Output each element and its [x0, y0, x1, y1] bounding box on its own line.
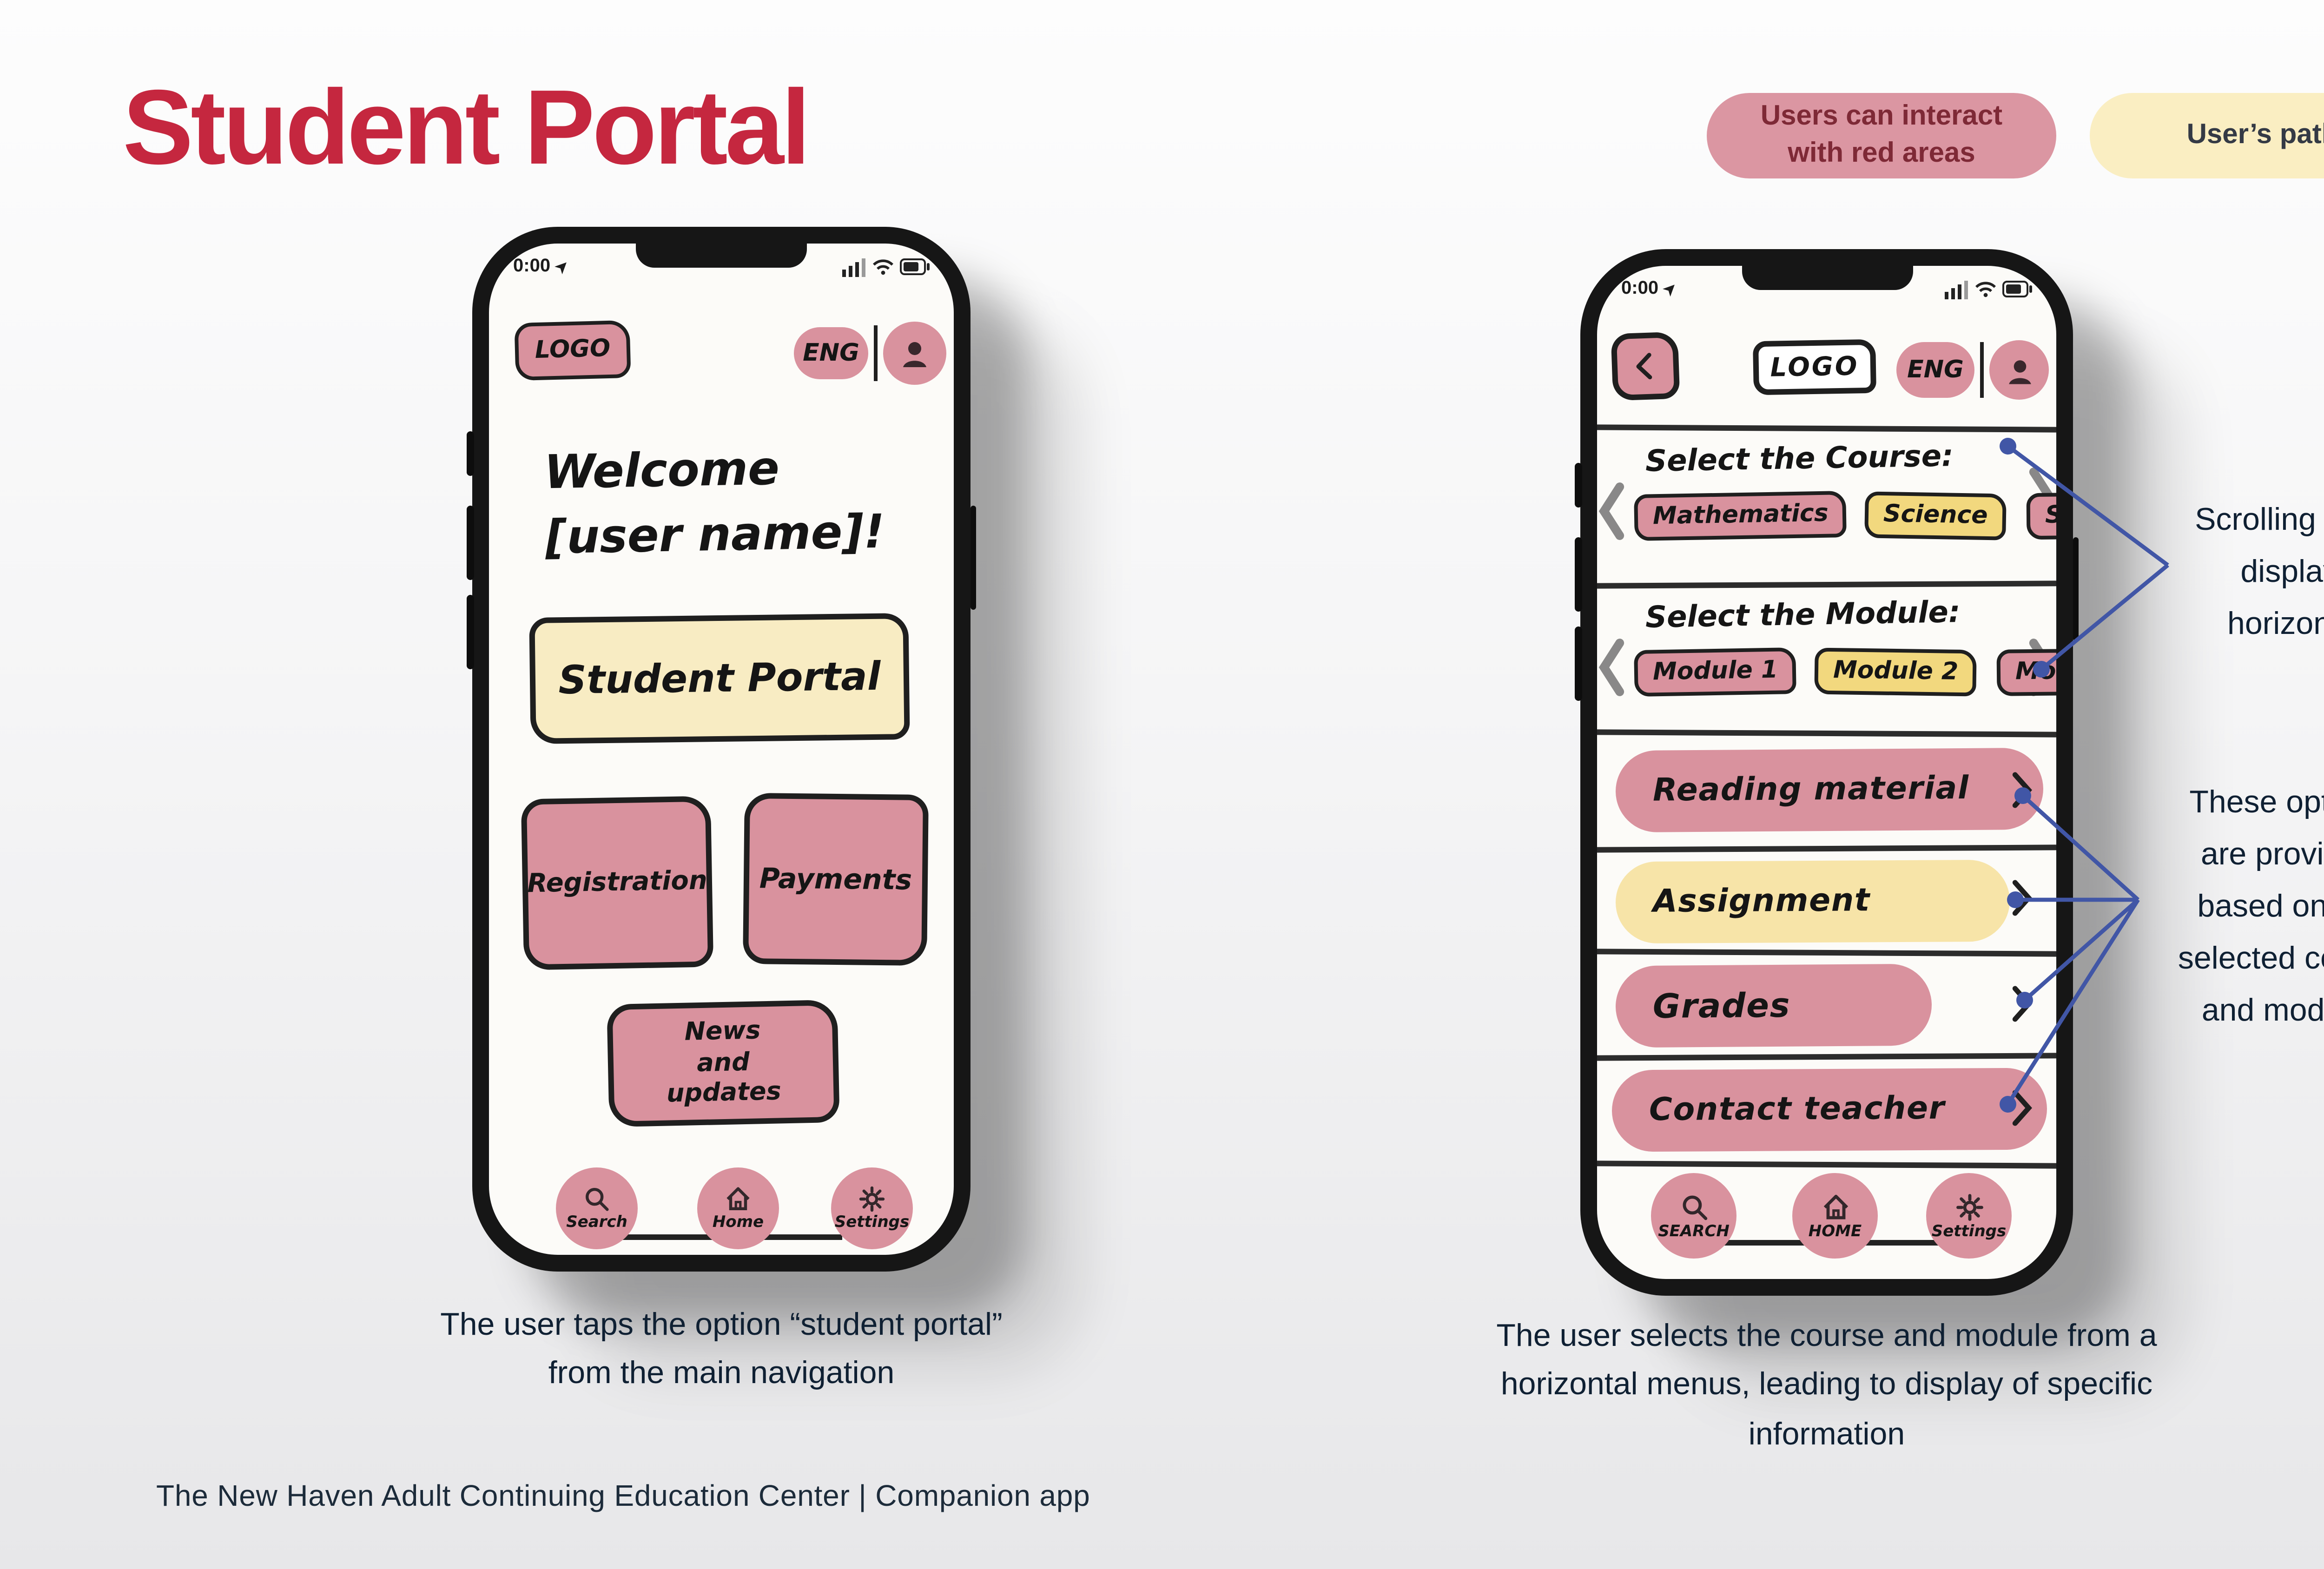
- legend-path-badge: User’s path: [2090, 93, 2324, 178]
- phone-mockup-portal: 0:00➤ LOGO ENG Select t: [1575, 249, 2079, 1296]
- settings-icon: [1955, 1193, 1982, 1220]
- notch: [636, 244, 807, 268]
- chevron-right-icon: [2010, 983, 2034, 1034]
- back-button[interactable]: [1611, 331, 1680, 401]
- nav-home-label: Home: [712, 1214, 764, 1233]
- module-chip-1[interactable]: Module 1: [1634, 647, 1797, 697]
- power-button: [2072, 537, 2079, 641]
- scroll-left-icon[interactable]: [1597, 481, 1625, 550]
- language-selector[interactable]: ENG: [794, 327, 868, 379]
- nav-search-label: Search: [566, 1214, 627, 1233]
- nav-settings-button[interactable]: Settings: [831, 1167, 913, 1249]
- module-scroll-menu: Module 1 Module 2 Module 3: [1634, 647, 2056, 697]
- settings-icon: [859, 1187, 885, 1213]
- nav-home-button[interactable]: Home: [697, 1167, 779, 1249]
- chevron-right-icon: [2010, 877, 2034, 928]
- welcome-line2: [user name]!: [545, 504, 885, 565]
- logo-placeholder: LOGO: [1753, 339, 1876, 396]
- nav-settings-label: Settings: [1931, 1223, 2007, 1241]
- profile-icon: [2008, 359, 2030, 383]
- nav-settings-label: Settings: [834, 1214, 910, 1233]
- scroll-left-icon[interactable]: [1597, 638, 1625, 706]
- course-scroll-menu: Mathematics Science Social: [1634, 491, 2056, 541]
- battery-icon: [900, 258, 930, 275]
- search-icon: [586, 1188, 609, 1212]
- home-icon: [726, 1187, 750, 1211]
- nav-settings-button[interactable]: Settings: [1926, 1173, 2012, 1259]
- wifi-icon: [873, 259, 893, 275]
- language-selector[interactable]: ENG: [1896, 342, 1974, 398]
- nav-home-label: HOME: [1808, 1223, 1862, 1241]
- search-icon: [1682, 1195, 1707, 1220]
- student-portal-button[interactable]: Student Portal: [529, 613, 910, 744]
- assignment-option[interactable]: Assignment: [1615, 859, 2010, 944]
- course-chip-science[interactable]: Science: [1865, 491, 2008, 541]
- course-select-label: Select the Course:: [1645, 438, 1954, 479]
- phone-mockup-home: 0:00➤ LOGO ENG Welcome [user name]!: [467, 227, 976, 1272]
- profile-icon: [903, 342, 926, 367]
- section-divider: [1597, 424, 2056, 432]
- nav-search-button[interactable]: SEARCH: [1651, 1173, 1736, 1259]
- status-time: 0:00: [1621, 279, 1659, 299]
- header-divider: [1980, 342, 1984, 398]
- course-chip-social[interactable]: Social: [2025, 492, 2056, 540]
- location-icon: ➤: [552, 256, 573, 277]
- nav-search-button[interactable]: Search: [556, 1167, 638, 1249]
- reading-material-option[interactable]: Reading material: [1615, 747, 2044, 833]
- wifi-icon: [1975, 282, 1996, 297]
- signal-icon: [1945, 280, 1968, 298]
- phone2-caption: The user selects the course and module f…: [1496, 1318, 2157, 1451]
- chevron-right-icon: [2010, 1088, 2034, 1138]
- battery-icon: [2002, 281, 2032, 297]
- payments-button[interactable]: Payments: [743, 792, 929, 966]
- welcome-text: Welcome [user name]!: [544, 434, 885, 570]
- course-chip-mathematics[interactable]: Mathematics: [1634, 491, 1848, 541]
- contact-teacher-option[interactable]: Contact teacher: [1611, 1068, 2047, 1152]
- module-select-label: Select the Module:: [1645, 594, 1961, 635]
- registration-button[interactable]: Registration: [521, 796, 714, 970]
- volume-down-button: [1575, 626, 1581, 701]
- annotation-scrolling-menus: Scrolling menus displayed horizontally: [2195, 502, 2324, 642]
- row-divider: [1597, 844, 2056, 852]
- row-divider: [1597, 1053, 2056, 1060]
- back-icon: [1636, 353, 1652, 380]
- phone2-screen: 0:00➤ LOGO ENG Select t: [1597, 266, 2056, 1279]
- footer-text: The New Haven Adult Continuing Education…: [156, 1482, 1090, 1513]
- signal-icon: [842, 257, 865, 276]
- section-divider: [1597, 580, 2056, 588]
- phone1-screen: 0:00➤ LOGO ENG Welcome [user name]!: [489, 244, 954, 1255]
- nav-search-label: SEARCH: [1658, 1223, 1730, 1241]
- logo-placeholder[interactable]: LOGO: [514, 320, 631, 381]
- nav-home-button[interactable]: HOME: [1792, 1173, 1878, 1259]
- header-divider: [874, 325, 878, 381]
- profile-button[interactable]: [883, 322, 946, 385]
- module-chip-3[interactable]: Module 3: [1995, 648, 2056, 696]
- module-chip-2[interactable]: Module 2: [1815, 647, 1978, 697]
- phone1-caption: The user taps the option “student portal…: [440, 1307, 1003, 1391]
- news-updates-button[interactable]: News and updates: [607, 999, 840, 1127]
- home-icon: [1822, 1194, 1848, 1219]
- volume-up-button: [467, 506, 473, 580]
- profile-button[interactable]: [1989, 340, 2049, 400]
- chevron-right-icon: [2010, 770, 2034, 820]
- page-title: Student Portal: [123, 69, 811, 188]
- status-bar: 0:00➤: [1621, 279, 2032, 299]
- mute-switch: [1575, 463, 1581, 508]
- volume-down-button: [467, 595, 473, 669]
- row-divider: [1597, 949, 2056, 956]
- annotation-options-note: These options are provided based on the …: [2178, 784, 2324, 1028]
- status-bar: 0:00➤: [513, 257, 930, 277]
- power-button: [970, 506, 976, 610]
- mute-switch: [467, 431, 473, 476]
- section-divider: [1597, 729, 2056, 737]
- legend-interact-badge: Users can interact with red areas: [1707, 93, 2056, 178]
- welcome-line1: Welcome: [543, 441, 780, 500]
- volume-up-button: [1575, 537, 1581, 612]
- row-divider: [1597, 1160, 2056, 1168]
- notch: [1741, 266, 1912, 290]
- status-time: 0:00: [513, 257, 551, 277]
- location-icon: ➤: [1660, 278, 1681, 300]
- grades-option[interactable]: Grades: [1615, 963, 1932, 1048]
